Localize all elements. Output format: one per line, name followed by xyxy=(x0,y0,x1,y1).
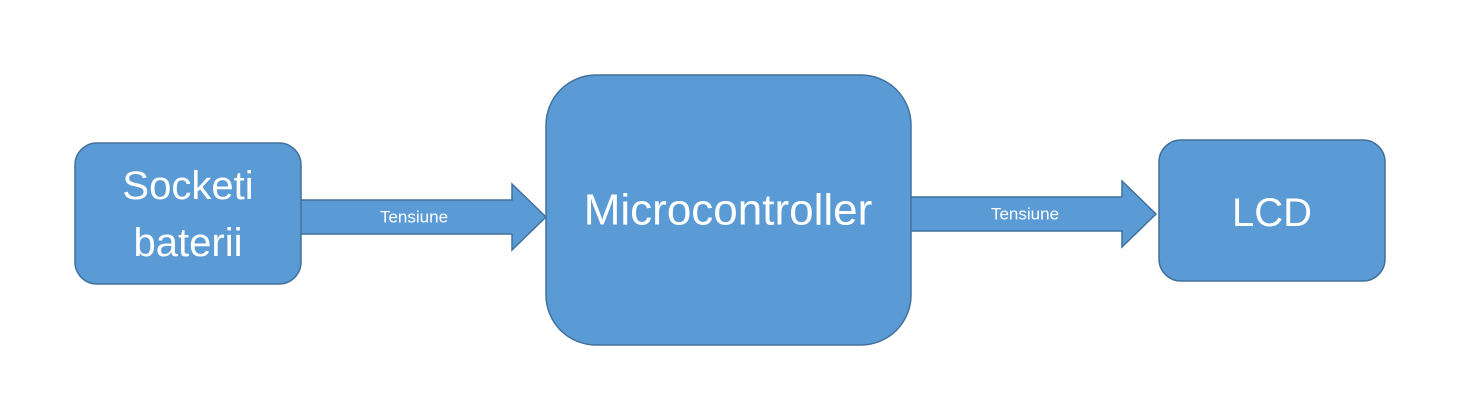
node-lcd: LCD xyxy=(1158,139,1386,282)
arrow-label: Tensiune xyxy=(991,205,1059,224)
node-box xyxy=(74,142,302,285)
arrow-socket-to-mcu: Tensiune xyxy=(299,182,548,252)
node-label: LCD xyxy=(1232,191,1312,235)
node-socketi-baterii: Socketi baterii xyxy=(74,142,302,285)
node-label-line-1: Socketi xyxy=(122,164,253,208)
arrow-shape xyxy=(299,182,548,252)
node-box xyxy=(1158,139,1386,282)
node-microcontroller: Microcontroller xyxy=(545,74,912,346)
node-label-line-2: baterii xyxy=(134,221,243,265)
node-box xyxy=(545,74,912,346)
arrow-mcu-to-lcd: Tensiune xyxy=(909,179,1158,249)
node-label: Microcontroller xyxy=(584,186,873,235)
arrow-label: Tensiune xyxy=(380,208,448,227)
arrow-shape xyxy=(909,179,1158,249)
